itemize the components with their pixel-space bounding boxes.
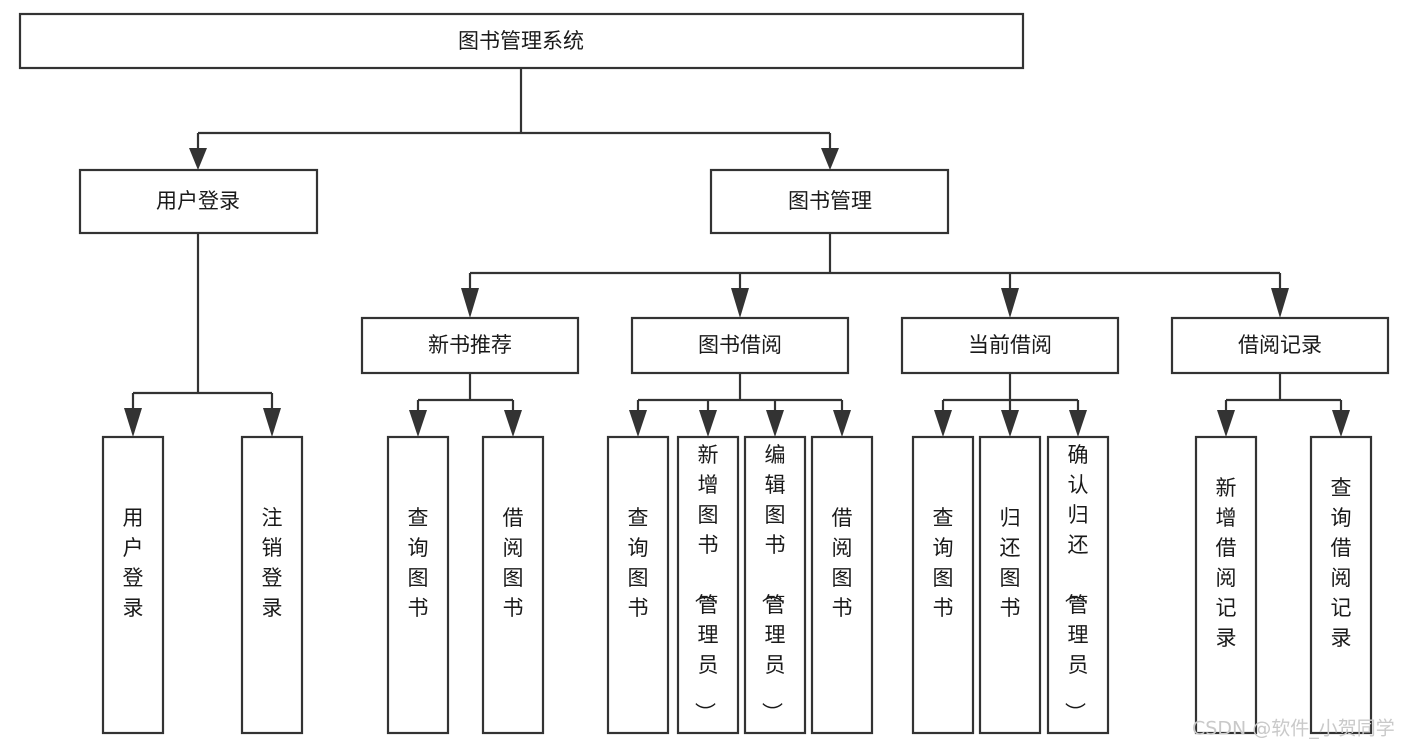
leaf-bb-edit-book-label: 编辑图书（管理员） [760,443,786,723]
leaf-node[interactable]: 查询借阅记录 [1309,435,1373,735]
arrow-bb-leaf-3 [766,410,784,437]
leaf-logout-label: 注销登录 [262,506,283,620]
node-current-borrow-label: 当前借阅 [968,333,1052,357]
leaf-br-add-record-box[interactable] [1194,435,1258,735]
leaf-br-query-record-box[interactable] [1309,435,1373,735]
node-user-login-box[interactable] [78,168,319,235]
leaf-nbr-query-book-box[interactable] [386,435,450,735]
node-current-borrow[interactable]: 当前借阅 [900,316,1120,375]
arrow-bb-leaf-1 [629,410,647,437]
arrow-user-login [189,148,207,170]
arrow-nbr-leaf-1 [409,410,427,437]
node-user-login[interactable]: 用户登录 [78,168,319,235]
arrow-cb-leaf-1 [934,410,952,437]
leaf-bb-borrow-book-label: 借阅图书 [832,506,853,620]
leaf-node[interactable]: 编辑图书（管理员） [743,435,807,735]
arrow-cb-leaf-3 [1069,410,1087,437]
leaf-node[interactable]: 注销登录 [240,435,304,735]
leaf-node[interactable]: 查询图书 [386,435,450,735]
arrow-book-manage [821,148,839,170]
leaf-bb-add-book-label: 新增图书（管理员） [693,443,719,723]
leaf-node[interactable]: 归还图书 [978,435,1042,735]
leaf-logout-box[interactable] [240,435,304,735]
leaf-bb-edit-book-box[interactable] [743,435,807,735]
arrow-cb-leaf-2 [1001,410,1019,437]
node-borrow-record-box[interactable] [1170,316,1390,375]
leaf-user-login-box[interactable] [101,435,165,735]
csdn-watermark: CSDN @软件_小贺同学 [1192,718,1395,740]
leaf-node[interactable]: 查询图书 [606,435,670,735]
leaf-cb-confirm-return-label: 确认归还（管理员） [1063,443,1089,723]
node-book-borrow[interactable]: 图书借阅 [630,316,850,375]
leaf-cb-confirm-return-box[interactable] [1046,435,1110,735]
leaf-cb-query-book-box[interactable] [911,435,975,735]
arrow-current-borrow [1001,288,1019,318]
leaf-cb-query-book-label: 查询图书 [933,506,954,620]
node-root[interactable]: 图书管理系统 [18,12,1025,70]
node-borrow-record-label: 借阅记录 [1238,333,1322,357]
leaf-nbr-borrow-book-label: 借阅图书 [503,506,524,620]
leaf-node[interactable]: 新增图书（管理员） [676,435,740,735]
node-new-book-recommend[interactable]: 新书推荐 [360,316,580,375]
leaf-bb-query-book-box[interactable] [606,435,670,735]
leaf-node[interactable]: 确认归还（管理员） [1046,435,1110,735]
node-book-manage-label: 图书管理 [788,189,872,213]
node-borrow-record[interactable]: 借阅记录 [1170,316,1390,375]
node-current-borrow-box[interactable] [900,316,1120,375]
leaf-br-query-record-label: 查询借阅记录 [1331,476,1352,650]
edges-layer [124,68,1350,437]
leaf-cb-return-book-box[interactable] [978,435,1042,735]
leaf-nbr-borrow-book-box[interactable] [481,435,545,735]
node-root-label: 图书管理系统 [458,29,584,53]
leaf-nbr-query-book-label: 查询图书 [408,506,429,620]
arrow-br-leaf-2 [1332,410,1350,437]
leaf-node[interactable]: 用户登录 [101,435,165,735]
node-book-manage[interactable]: 图书管理 [709,168,950,235]
arrow-new-book-recommend [461,288,479,318]
leaf-bb-add-book-box[interactable] [676,435,740,735]
arrow-ul-leaf-2 [263,408,281,437]
arrow-bb-leaf-4 [833,410,851,437]
node-user-login-label: 用户登录 [156,189,240,213]
node-new-book-recommend-label: 新书推荐 [428,333,512,357]
leaf-bb-query-book-label: 查询图书 [628,506,649,620]
node-book-manage-box[interactable] [709,168,950,235]
arrow-borrow-record [1271,288,1289,318]
leaf-br-add-record-label: 新增借阅记录 [1216,476,1237,650]
arrow-nbr-leaf-2 [504,410,522,437]
node-book-borrow-box[interactable] [630,316,850,375]
leaf-node[interactable]: 借阅图书 [481,435,545,735]
arrow-book-borrow [731,288,749,318]
node-new-book-recommend-box[interactable] [360,316,580,375]
leaf-cb-return-book-label: 归还图书 [1000,506,1021,620]
arrow-bb-leaf-2 [699,410,717,437]
arrow-ul-leaf-1 [124,408,142,437]
leaf-node[interactable]: 查询图书 [911,435,975,735]
leaf-user-login-label: 用户登录 [123,506,144,620]
leaf-node[interactable]: 新增借阅记录 [1194,435,1258,735]
leaf-node[interactable]: 借阅图书 [810,435,874,735]
node-root-box[interactable] [18,12,1025,70]
arrow-br-leaf-1 [1217,410,1235,437]
node-book-borrow-label: 图书借阅 [698,333,782,357]
leaf-bb-borrow-book-box[interactable] [810,435,874,735]
